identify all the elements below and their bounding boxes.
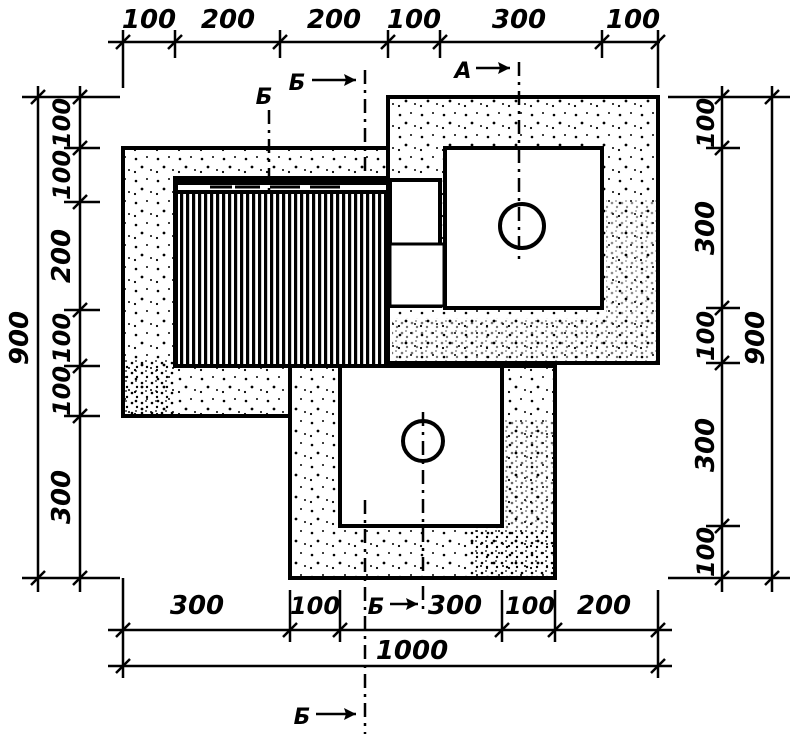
step-box <box>388 242 446 308</box>
lower-block-dense-side <box>504 420 553 528</box>
dim-label: 100 <box>692 527 720 577</box>
dim-label: 300 <box>47 470 77 524</box>
well-upper-right <box>498 202 546 250</box>
dim-label: 300 <box>170 591 224 621</box>
dim-label: 100 <box>505 592 555 620</box>
section-marker-b-bottom-inner: Б <box>368 595 418 620</box>
dim-label: 300 <box>691 418 721 472</box>
dim-label: 300 <box>691 201 721 255</box>
dim-label: 100 <box>48 150 76 200</box>
section-marker-a: А <box>452 59 510 84</box>
section-cut-lines <box>267 62 521 734</box>
dim-label: 100 <box>48 98 76 148</box>
dimension-right: 100 300 100 300 100 900 <box>668 86 790 592</box>
dim-label-total: 900 <box>5 311 35 365</box>
dimension-tick <box>22 89 120 586</box>
hatched-section <box>174 178 446 368</box>
dim-label: 300 <box>428 591 482 621</box>
hatched-fill <box>176 190 388 366</box>
section-label-b: Б <box>256 85 273 110</box>
dim-label: 100 <box>387 5 441 35</box>
dimension-tick <box>115 578 666 678</box>
dimension-tick <box>668 89 790 586</box>
dim-label: 100 <box>122 5 176 35</box>
section-marker-b-bottom: Б <box>294 705 356 730</box>
upper-right-block <box>386 95 660 365</box>
dim-label-total: 1000 <box>376 636 448 666</box>
dimension-tick <box>115 658 666 674</box>
dim-label-total: 900 <box>741 311 771 365</box>
dimension-top: 100 200 200 100 300 100 <box>108 5 666 88</box>
section-label-a: А <box>452 59 471 84</box>
dim-label: 100 <box>290 592 340 620</box>
section-label-b: Б <box>368 595 385 620</box>
dim-label: 100 <box>692 311 720 361</box>
dimension-tick <box>115 30 666 88</box>
section-marker-b-top: Б <box>289 71 356 96</box>
dim-label: 200 <box>201 5 255 35</box>
lower-block <box>288 364 557 580</box>
upper-right-block-dense-bottom <box>392 318 656 361</box>
dim-label: 100 <box>48 313 76 363</box>
dim-label: 200 <box>307 5 361 35</box>
dimension-left: 100 100 200 100 100 300 900 <box>5 86 120 592</box>
section-marker-b-left: Б <box>256 85 273 110</box>
left-block-dense-corner <box>125 360 175 414</box>
upper-right-block-dense-side <box>606 200 656 318</box>
well-circle <box>498 202 546 250</box>
lower-block-dense-corner <box>470 528 553 576</box>
dim-label: 100 <box>606 5 660 35</box>
dim-label: 300 <box>492 5 546 35</box>
section-label-b: Б <box>289 71 306 96</box>
dim-label: 100 <box>692 98 720 148</box>
dimension-bottom: 300 100 300 100 200 1000 <box>108 578 672 678</box>
dim-label: 100 <box>48 366 76 416</box>
section-label-b: Б <box>294 705 311 730</box>
hatched-outline <box>174 178 390 368</box>
dim-label: 200 <box>577 591 631 621</box>
dim-label: 200 <box>47 229 77 283</box>
